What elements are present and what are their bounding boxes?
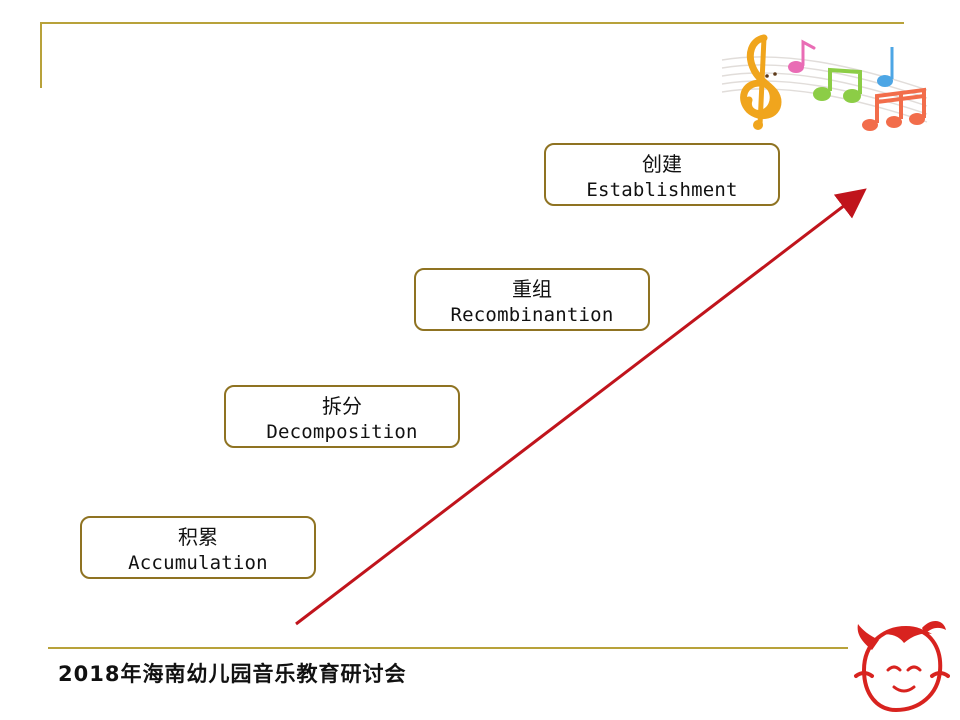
left-rule — [40, 22, 42, 88]
step-recombinantion: 重组 Recombinantion — [414, 268, 650, 331]
music-notes-icon — [721, 34, 928, 131]
girl-face-logo-icon — [854, 621, 950, 713]
step-establishment: 创建 Establishment — [544, 143, 780, 206]
bottom-rule — [48, 647, 848, 649]
step-title-en: Decomposition — [266, 421, 418, 443]
step-title-en: Recombinantion — [450, 304, 614, 326]
top-rule — [40, 22, 904, 24]
step-title-cn: 拆分 — [322, 394, 362, 418]
step-title-cn: 重组 — [512, 277, 552, 301]
step-decomposition: 拆分 Decomposition — [224, 385, 460, 448]
step-title-cn: 积累 — [178, 525, 218, 549]
step-accumulation: 积累 Accumulation — [80, 516, 316, 579]
step-title-en: Accumulation — [128, 552, 268, 574]
step-title-cn: 创建 — [642, 152, 682, 176]
footer-title: 2018年海南幼儿园音乐教育研讨会 — [58, 662, 407, 686]
step-title-en: Establishment — [586, 179, 738, 201]
